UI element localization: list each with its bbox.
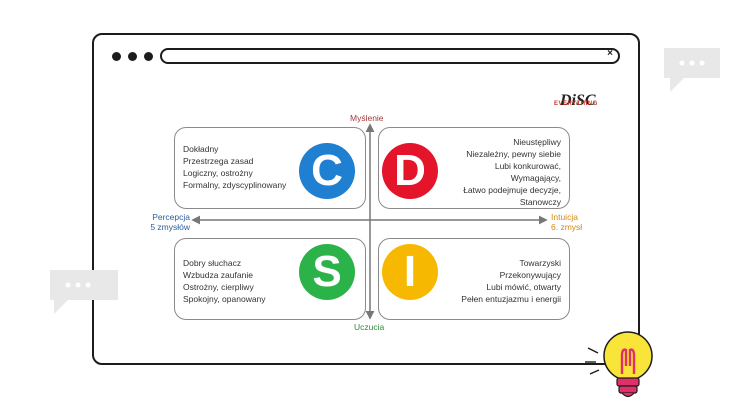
close-icon[interactable]: × — [607, 48, 613, 59]
window-dot-icon[interactable] — [112, 52, 121, 61]
badge-i: I — [382, 244, 438, 300]
axis-label-left: Percepcja 5 zmysłów — [150, 212, 190, 232]
axis-label-top: Myślenie — [350, 113, 384, 123]
logo-subtext: EVERYTHING — [554, 101, 598, 107]
axis-label-right: Intuicja 6. zmysł — [551, 212, 583, 232]
logo-text: DiSC — [560, 92, 596, 109]
badge-d: D — [382, 143, 438, 199]
axis-label-bottom: Uczucia — [354, 322, 385, 332]
window-controls — [112, 52, 153, 61]
window-dot-icon[interactable] — [144, 52, 153, 61]
address-bar[interactable]: × — [160, 48, 620, 64]
window-dot-icon[interactable] — [128, 52, 137, 61]
badge-s: S — [299, 244, 355, 300]
lightbulb-icon — [585, 331, 653, 398]
disc-logo: DiSC EVERYTHING — [554, 92, 597, 114]
badge-c: C — [299, 143, 355, 199]
